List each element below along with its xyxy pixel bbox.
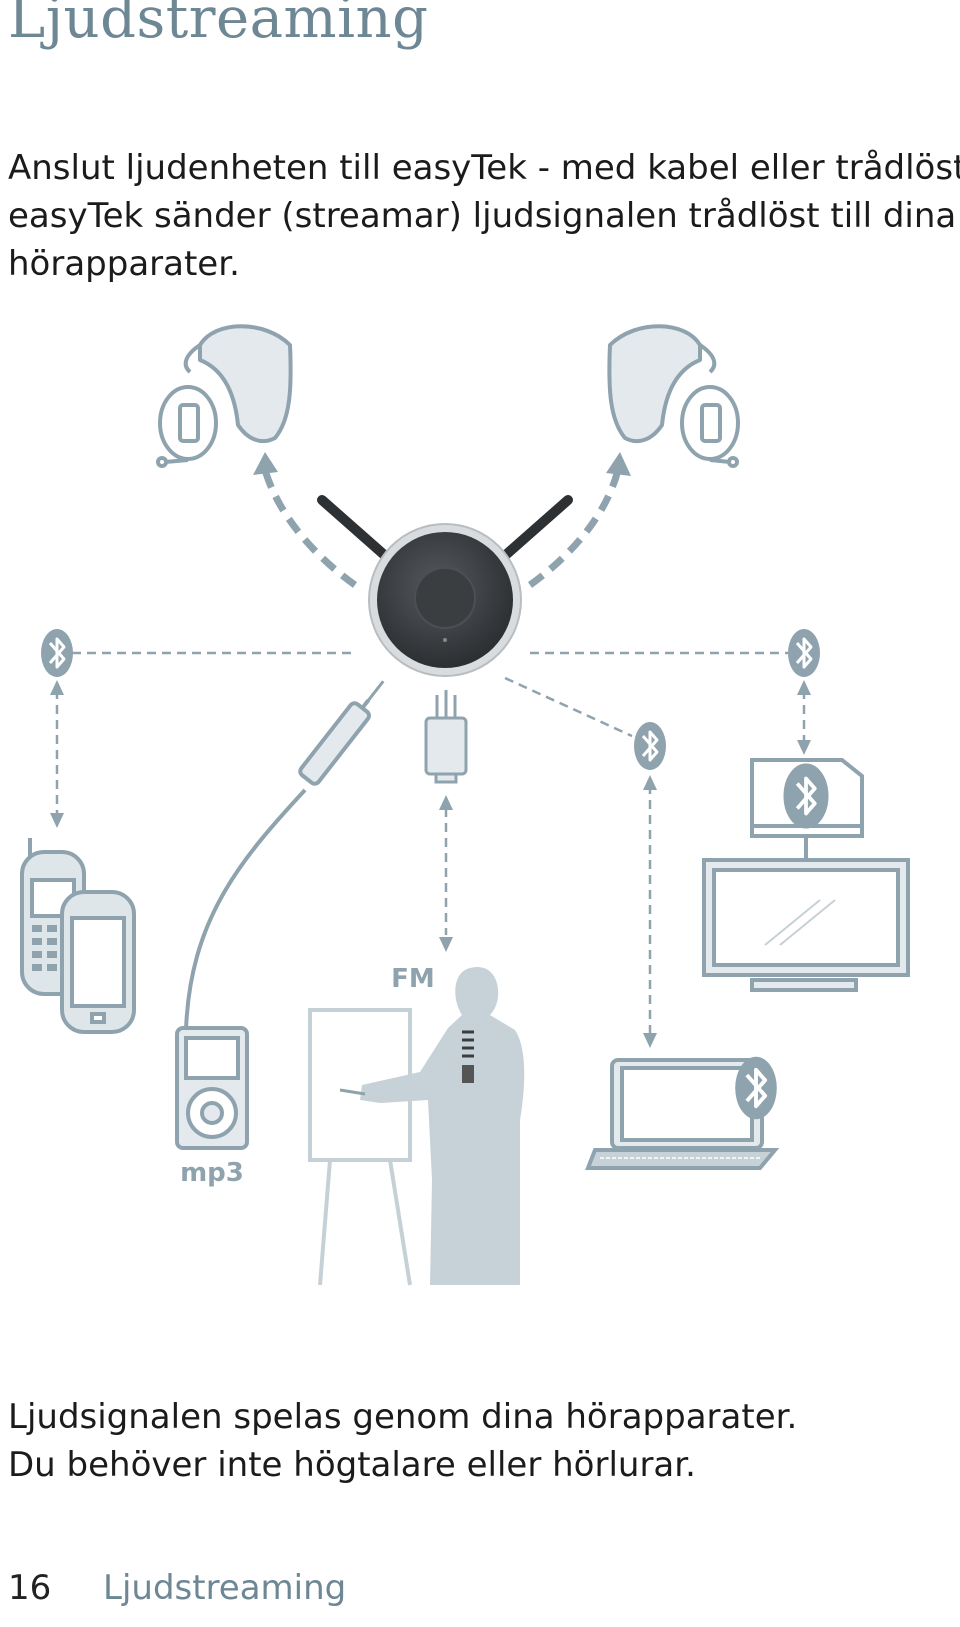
mobile-phones-icon <box>20 838 136 1034</box>
mp3-label: mp3 <box>180 1158 244 1188</box>
intro-line: easyTek sänder (streamar) ljudsignalen t… <box>8 196 957 236</box>
easytek-streamer-icon <box>317 495 573 677</box>
bluetooth-icon <box>39 627 75 679</box>
intro-line: Anslut ljudenheten till easyTek - med ka… <box>8 148 960 188</box>
mp3-player-icon <box>175 1026 249 1150</box>
fm-receiver-icon <box>424 690 468 784</box>
fm-link <box>439 795 453 952</box>
summary-text: Ljudsignalen spelas genom dina hörappara… <box>8 1393 948 1489</box>
intro-line: hörapparater. <box>8 244 240 284</box>
stream-arrow-right <box>527 452 631 588</box>
summary-line: Ljudsignalen spelas genom dina hörappara… <box>8 1397 798 1437</box>
page-number: 16 <box>8 1568 52 1608</box>
tv-icon <box>702 758 910 992</box>
bluetooth-link-laptop <box>504 676 668 1048</box>
intro-text: Anslut ljudenheten till easyTek - med ka… <box>8 144 960 288</box>
streaming-diagram: mp3 FM <box>20 324 910 1286</box>
hearing-aid-left-icon <box>156 324 293 468</box>
fm-label: FM <box>391 964 435 994</box>
page-title: Ljudstreaming <box>8 0 429 51</box>
page-footer: 16 Ljudstreaming <box>8 1568 346 1608</box>
hearing-aid-right-icon <box>607 324 740 468</box>
stream-arrow-left <box>253 452 358 588</box>
audio-cable <box>184 680 385 1031</box>
laptop-icon <box>585 1058 780 1170</box>
bluetooth-icon <box>733 1054 779 1122</box>
summary-line: Du behöver inte högtalare eller hörlurar… <box>8 1445 696 1485</box>
bluetooth-link-right <box>530 627 822 755</box>
presenter-icon <box>308 966 525 1286</box>
bluetooth-icon <box>632 720 668 772</box>
bluetooth-icon <box>786 766 826 826</box>
bluetooth-link-left <box>39 627 352 828</box>
footer-section-title: Ljudstreaming <box>103 1568 347 1608</box>
bluetooth-icon <box>786 627 822 679</box>
